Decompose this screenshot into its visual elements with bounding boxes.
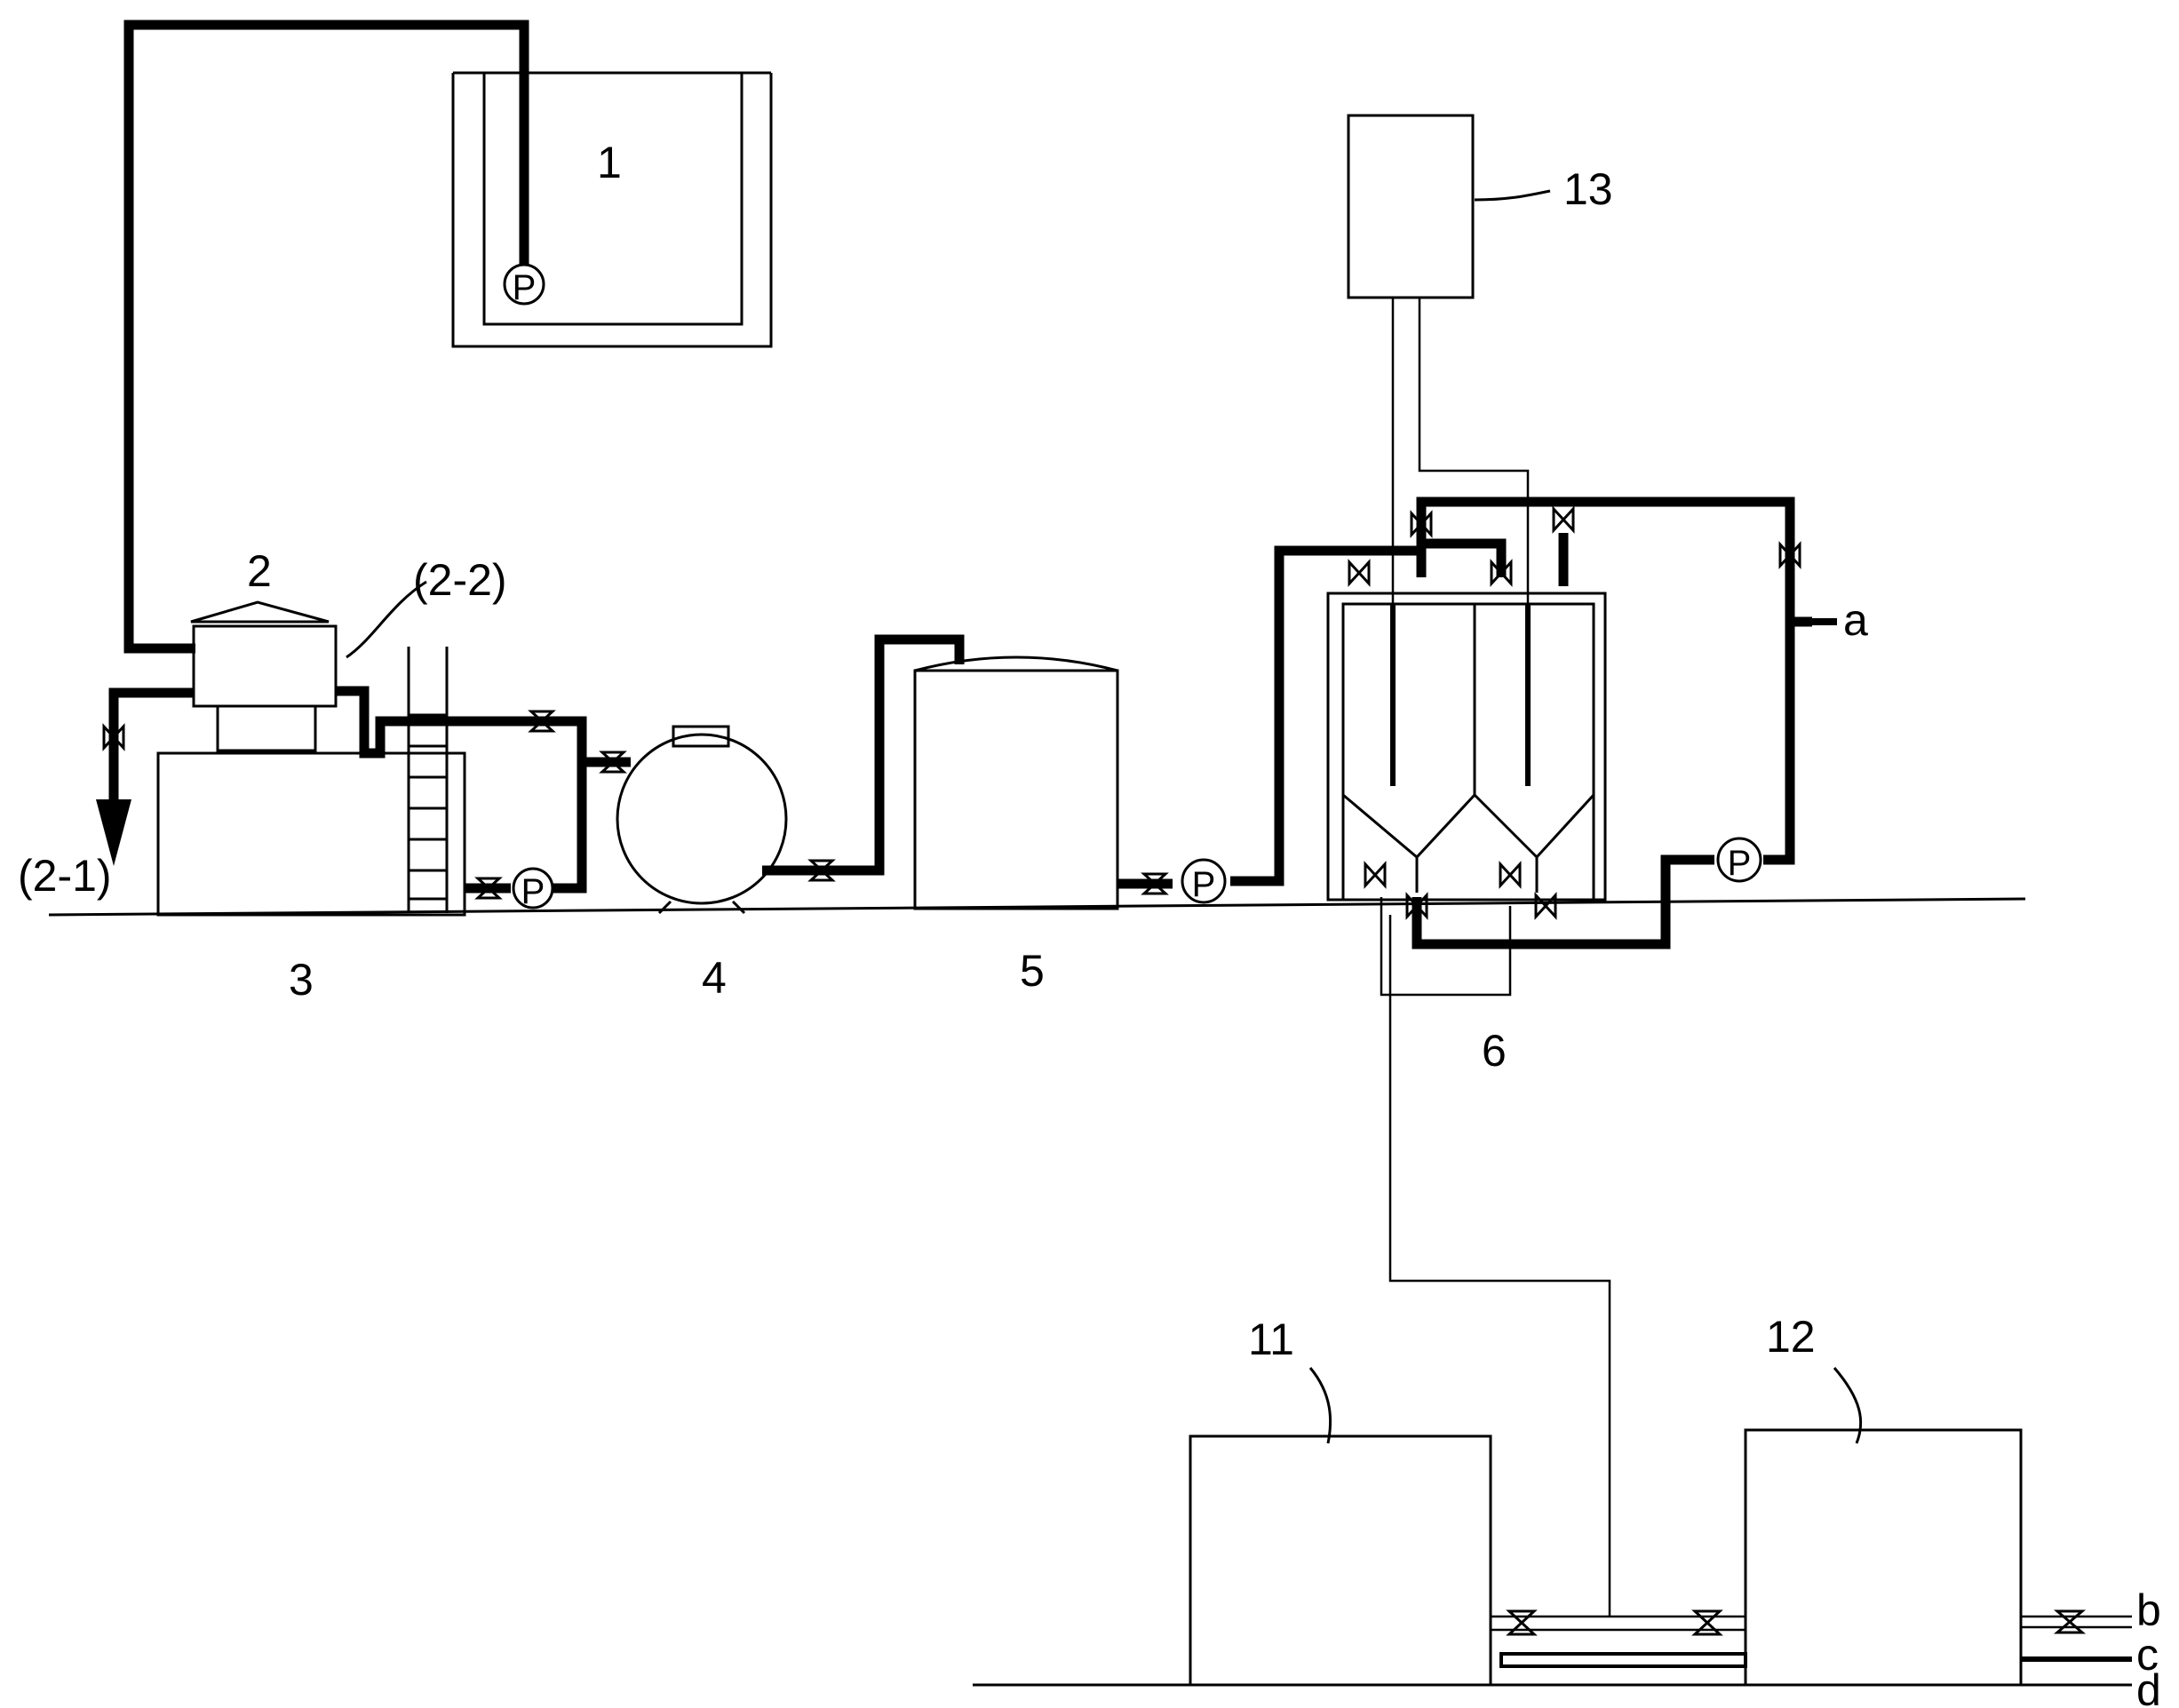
label-tank-11: 11 (1248, 1315, 1294, 1364)
arrow-outlet-2-1 (96, 799, 131, 866)
pump-unit-3: P (512, 867, 554, 911)
pipe-tank1-to-unit2 (123, 20, 529, 654)
label-outlet-2-1: (2-1) (18, 851, 112, 901)
unit-2 (190, 600, 338, 752)
ground-line-upper (48, 897, 2026, 917)
pump-unit-6: P (1716, 837, 1762, 883)
label-unit-6: 6 (1482, 1026, 1507, 1076)
tank-1 (451, 71, 773, 348)
pump-tank-1: P (503, 263, 545, 307)
svg-text:P: P (1728, 844, 1752, 883)
label-outlet-2-2: (2-2) (413, 555, 507, 605)
svg-text:P: P (1192, 865, 1216, 904)
label-unit-5: 5 (1020, 946, 1045, 996)
unit-13 (1347, 114, 1475, 299)
label-line-b: b (2136, 1585, 2161, 1635)
label-line-d: d (2136, 1665, 2161, 1708)
label-unit-2: 2 (247, 546, 272, 596)
label-line-a: a (1843, 595, 1868, 645)
label-line-c: c (2136, 1630, 2159, 1680)
tank-11 (1189, 1434, 1492, 1687)
label-unit-13: 13 (1563, 164, 1613, 214)
unit-5 (913, 655, 1119, 910)
valve-symbols (102, 505, 2087, 1636)
pump-unit-5: P (1181, 858, 1227, 904)
svg-text:P: P (521, 872, 545, 911)
unit-3 (156, 751, 466, 917)
ladder (407, 647, 449, 913)
unit-4 (616, 725, 788, 915)
label-unit-3: 3 (289, 955, 314, 1005)
tank-12 (1744, 1428, 2023, 1687)
svg-text:P: P (513, 268, 537, 307)
label-tank-12: 12 (1766, 1312, 1816, 1362)
label-unit-4: 4 (702, 953, 727, 1003)
label-tank-1: 1 (597, 138, 622, 187)
unit-6 (1326, 592, 1607, 902)
